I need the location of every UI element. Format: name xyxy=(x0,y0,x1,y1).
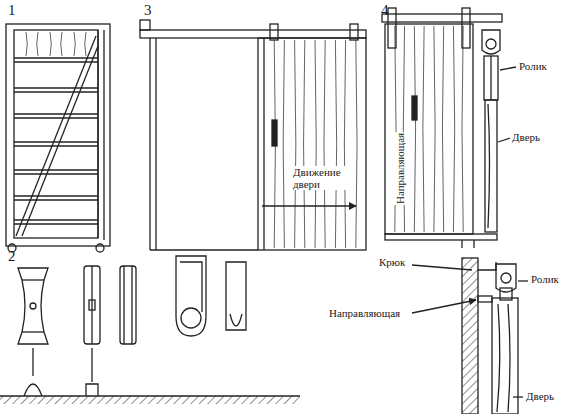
wood-grain xyxy=(324,40,325,248)
part-label: Крюк xyxy=(378,256,406,268)
hung-door xyxy=(382,8,516,248)
frame-door xyxy=(6,24,110,252)
wood-grain xyxy=(61,32,62,56)
part-label: Дверь xyxy=(511,131,541,143)
roller-set xyxy=(0,256,300,404)
wood-grain xyxy=(274,40,275,248)
wood-grain xyxy=(453,26,454,232)
section-detail xyxy=(412,258,528,414)
wood-grain xyxy=(423,26,424,232)
part-label: Направляющая xyxy=(394,132,406,205)
wood-grain xyxy=(304,40,305,248)
sliding-door xyxy=(140,20,366,250)
wood-grain xyxy=(85,32,86,56)
wood-grain xyxy=(37,32,38,56)
wood-grain xyxy=(295,40,296,248)
wood-grain xyxy=(315,40,316,248)
wood-grain xyxy=(74,32,75,56)
part-label: Направляющая xyxy=(328,307,401,319)
figure-number: 4 xyxy=(380,2,390,19)
wood-grain xyxy=(462,26,463,232)
wood-grain xyxy=(434,26,435,232)
part-label: Ролик xyxy=(518,60,548,72)
wood-grain xyxy=(356,40,357,248)
figure-number: 2 xyxy=(7,248,17,265)
wood-grain xyxy=(414,26,415,232)
wood-grain xyxy=(335,40,336,248)
wood-grain xyxy=(50,32,51,56)
wood-grain xyxy=(344,40,345,248)
wood-grain xyxy=(26,32,27,56)
figure-number: 3 xyxy=(143,2,153,19)
part-label: Дверь xyxy=(525,390,555,402)
motion-label: Движение двери xyxy=(292,166,356,190)
part-label: Ролик xyxy=(530,273,560,285)
figure-number: 1 xyxy=(7,2,17,19)
wood-grain xyxy=(442,26,443,232)
wood-grain xyxy=(283,40,284,248)
